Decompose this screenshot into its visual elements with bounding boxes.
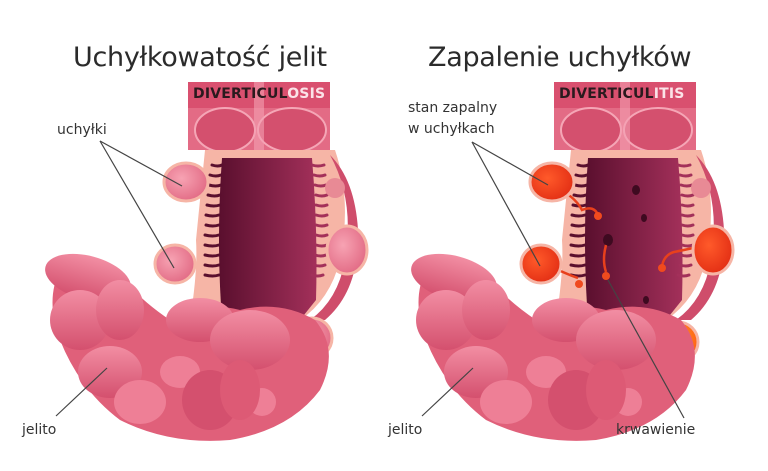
diverticulosis-illustration xyxy=(45,82,369,441)
inflammation-label-line2: w uchyłkach xyxy=(408,121,495,137)
pointer-lines xyxy=(55,140,183,417)
banner-suffix: ITIS xyxy=(653,86,685,102)
upper-colon-segment xyxy=(188,82,330,153)
diverticulosis-banner: DIVERTICULOSIS xyxy=(193,86,325,102)
diverticulitis-title: Zapalenie uchyłków xyxy=(428,42,692,73)
intestine-label-right: jelito xyxy=(388,422,423,438)
lumen-spots xyxy=(603,185,649,304)
blood-drops xyxy=(575,212,666,288)
inflammation-label-line1: stan zapalny xyxy=(408,100,498,116)
banner-suffix: OSIS xyxy=(287,86,326,102)
diverticulosis-title: Uchyłkowatość jelit xyxy=(73,42,327,73)
diverticula-label: uchyłki xyxy=(57,122,107,138)
diverticulitis-panel: Zapalenie uchyłków DIVERTICULITIS stan z… xyxy=(384,0,768,471)
diverticulosis-panel: Uchyłkowatość jelit DIVERTICULOSIS uchył… xyxy=(22,42,369,441)
lower-colon-bulges xyxy=(411,253,695,441)
diverticulitis-banner: DIVERTICULITIS xyxy=(559,86,685,102)
pointer-lines xyxy=(421,141,685,419)
lower-colon-bulges xyxy=(45,253,329,441)
diverticula-pouches xyxy=(153,161,369,360)
banner-prefix: DIVERTICUL xyxy=(193,86,288,102)
banner-prefix: DIVERTICUL xyxy=(559,86,654,102)
upper-colon-segment xyxy=(554,82,696,153)
diverticulitis-illustration xyxy=(411,82,735,441)
bleeding-label: krwawienie xyxy=(616,422,696,438)
intestine-label-left: jelito xyxy=(22,422,57,438)
